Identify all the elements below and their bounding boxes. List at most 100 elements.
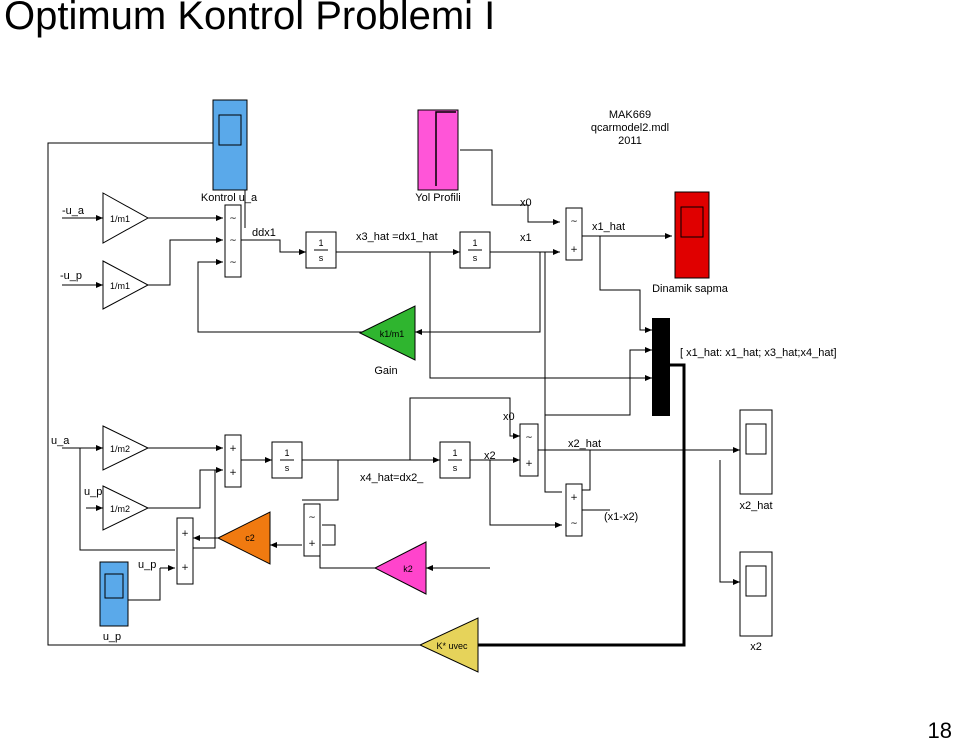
svg-text:~: ~ xyxy=(570,217,578,227)
svg-text:+: + xyxy=(229,444,237,454)
svg-text:~: ~ xyxy=(229,214,237,224)
integrator-1[interactable]: 1 s xyxy=(305,231,337,269)
scope-up-label: u_p xyxy=(103,631,121,643)
svg-text:+: + xyxy=(308,539,316,549)
scope-kontrol-label: Kontrol u_a xyxy=(201,192,258,204)
label-x1: x1 xyxy=(520,232,532,244)
mux-caption: [ x1_hat: x1_hat; x3_hat;x4_hat] xyxy=(680,347,837,359)
svg-text:k2: k2 xyxy=(403,564,413,574)
wire-mux-kuvec xyxy=(478,363,686,647)
wire-m2b-sum xyxy=(148,467,223,509)
svg-text:1/m2: 1/m2 xyxy=(110,444,130,454)
sum-block-diff[interactable]: + ~ xyxy=(565,483,583,537)
label-x2: x2 xyxy=(484,450,496,462)
svg-text:k1/m1: k1/m1 xyxy=(380,329,405,339)
sum-block-2[interactable]: + + xyxy=(224,434,242,488)
scope-dinamik-label: Dinamik sapma xyxy=(652,283,729,295)
gain-m1-b[interactable]: 1/m1 xyxy=(102,260,150,310)
wire-ua-down xyxy=(79,448,175,551)
svg-text:s: s xyxy=(319,253,324,263)
label-up-bottom: u_p xyxy=(138,559,156,571)
svg-text:+: + xyxy=(570,245,578,255)
integrator-2[interactable]: 1 s xyxy=(459,231,491,269)
wire-kuvec-loop xyxy=(47,560,420,646)
svg-text:1: 1 xyxy=(472,238,477,248)
gain-kuvec[interactable]: K* uvec xyxy=(418,617,479,673)
label-neg-up: -u_p xyxy=(60,270,82,282)
wire-c2-fb xyxy=(322,524,336,546)
scope-x2[interactable] xyxy=(739,551,773,637)
label-x3-hat: x3_hat =dx1_hat xyxy=(356,231,438,243)
integrator-3[interactable]: 1 s xyxy=(271,441,303,479)
model-file: qcarmodel2.mdl xyxy=(591,122,669,134)
label-x2-hat: x2_hat xyxy=(568,438,601,450)
svg-text:1: 1 xyxy=(284,448,289,458)
svg-text:+: + xyxy=(181,529,189,539)
gain-k2[interactable]: k2 xyxy=(373,541,427,595)
gain-m2-b[interactable]: 1/m2 xyxy=(102,485,150,531)
wire-x3-mux xyxy=(429,252,652,381)
wire-x0-sum xyxy=(409,397,520,460)
wire-k2-out xyxy=(319,550,375,569)
wire-x1-k1 xyxy=(415,252,541,335)
svg-text:+: + xyxy=(181,563,189,573)
scope-x2hat-label: x2_hat xyxy=(739,500,772,512)
wire-x1-mux xyxy=(544,252,652,416)
svg-text:1/m1: 1/m1 xyxy=(110,281,130,291)
gain-m2-a[interactable]: 1/m2 xyxy=(102,425,150,471)
wire-sum-int1 xyxy=(241,239,306,255)
sum-block-3[interactable]: + + xyxy=(176,517,194,585)
scope-yol-label: Yol Profili xyxy=(415,192,460,204)
slide-title: Optimum Kontrol Problemi I xyxy=(4,0,496,38)
svg-text:~: ~ xyxy=(570,519,578,529)
label-x0-top: x0 xyxy=(520,197,532,209)
svg-text:~: ~ xyxy=(525,433,533,443)
label-x0-mid: x0 xyxy=(503,411,515,423)
svg-text:s: s xyxy=(473,253,478,263)
wire-m1b-sum xyxy=(148,237,223,286)
svg-text:1: 1 xyxy=(452,448,457,458)
label-x4-hat: x4_hat=dx2_ xyxy=(360,472,424,484)
sum-block-1[interactable]: ~ ~ ~ xyxy=(224,204,242,278)
wire-x1-diff xyxy=(544,415,562,493)
wire-x4-c2 xyxy=(302,460,339,501)
scope-dinamik[interactable] xyxy=(674,191,710,279)
gain-m1-a[interactable]: 1/m1 xyxy=(102,192,150,244)
signal-wires xyxy=(47,142,740,647)
svg-text:+: + xyxy=(525,459,533,469)
scope-x2hat[interactable] xyxy=(739,409,773,495)
svg-text:~: ~ xyxy=(308,513,316,523)
gain-k1-caption: Gain xyxy=(374,365,397,377)
svg-text:1/m2: 1/m2 xyxy=(110,504,130,514)
scope-kontrol[interactable] xyxy=(212,99,248,191)
wire-x2-scope xyxy=(719,460,740,585)
wire-x2-diff xyxy=(489,460,562,528)
scope-up[interactable] xyxy=(99,561,129,627)
sum-block-x2[interactable]: ~ + xyxy=(519,423,539,477)
svg-text:+: + xyxy=(570,493,578,503)
svg-text:1: 1 xyxy=(318,238,323,248)
sum-block-c2[interactable]: ~ + xyxy=(303,503,321,557)
gain-k1[interactable]: k1/m1 xyxy=(358,305,416,361)
svg-text:+: + xyxy=(229,468,237,478)
wire-up-scope xyxy=(128,568,161,601)
svg-text:~: ~ xyxy=(229,236,237,246)
svg-text:s: s xyxy=(285,463,290,473)
wire-k1-sum xyxy=(197,259,383,333)
svg-text:~: ~ xyxy=(229,258,237,268)
label-up-left: u_p xyxy=(84,486,102,498)
svg-text:K* uvec: K* uvec xyxy=(436,641,468,651)
gain-c2[interactable]: c2 xyxy=(216,511,271,565)
svg-text:s: s xyxy=(453,463,458,473)
label-x1-hat: x1_hat xyxy=(592,221,625,233)
sum-block-x1[interactable]: ~ + xyxy=(565,207,583,261)
scope-yol[interactable] xyxy=(417,109,459,191)
label-ua: u_a xyxy=(51,435,70,447)
label-ddx1: ddx1 xyxy=(252,227,276,239)
wire-sum-out xyxy=(192,470,216,549)
mux-block[interactable] xyxy=(652,318,670,416)
integrator-4[interactable]: 1 s xyxy=(439,441,471,479)
page-number: 18 xyxy=(927,718,952,743)
label-x1-minus-x2: (x1-x2) xyxy=(604,511,638,523)
